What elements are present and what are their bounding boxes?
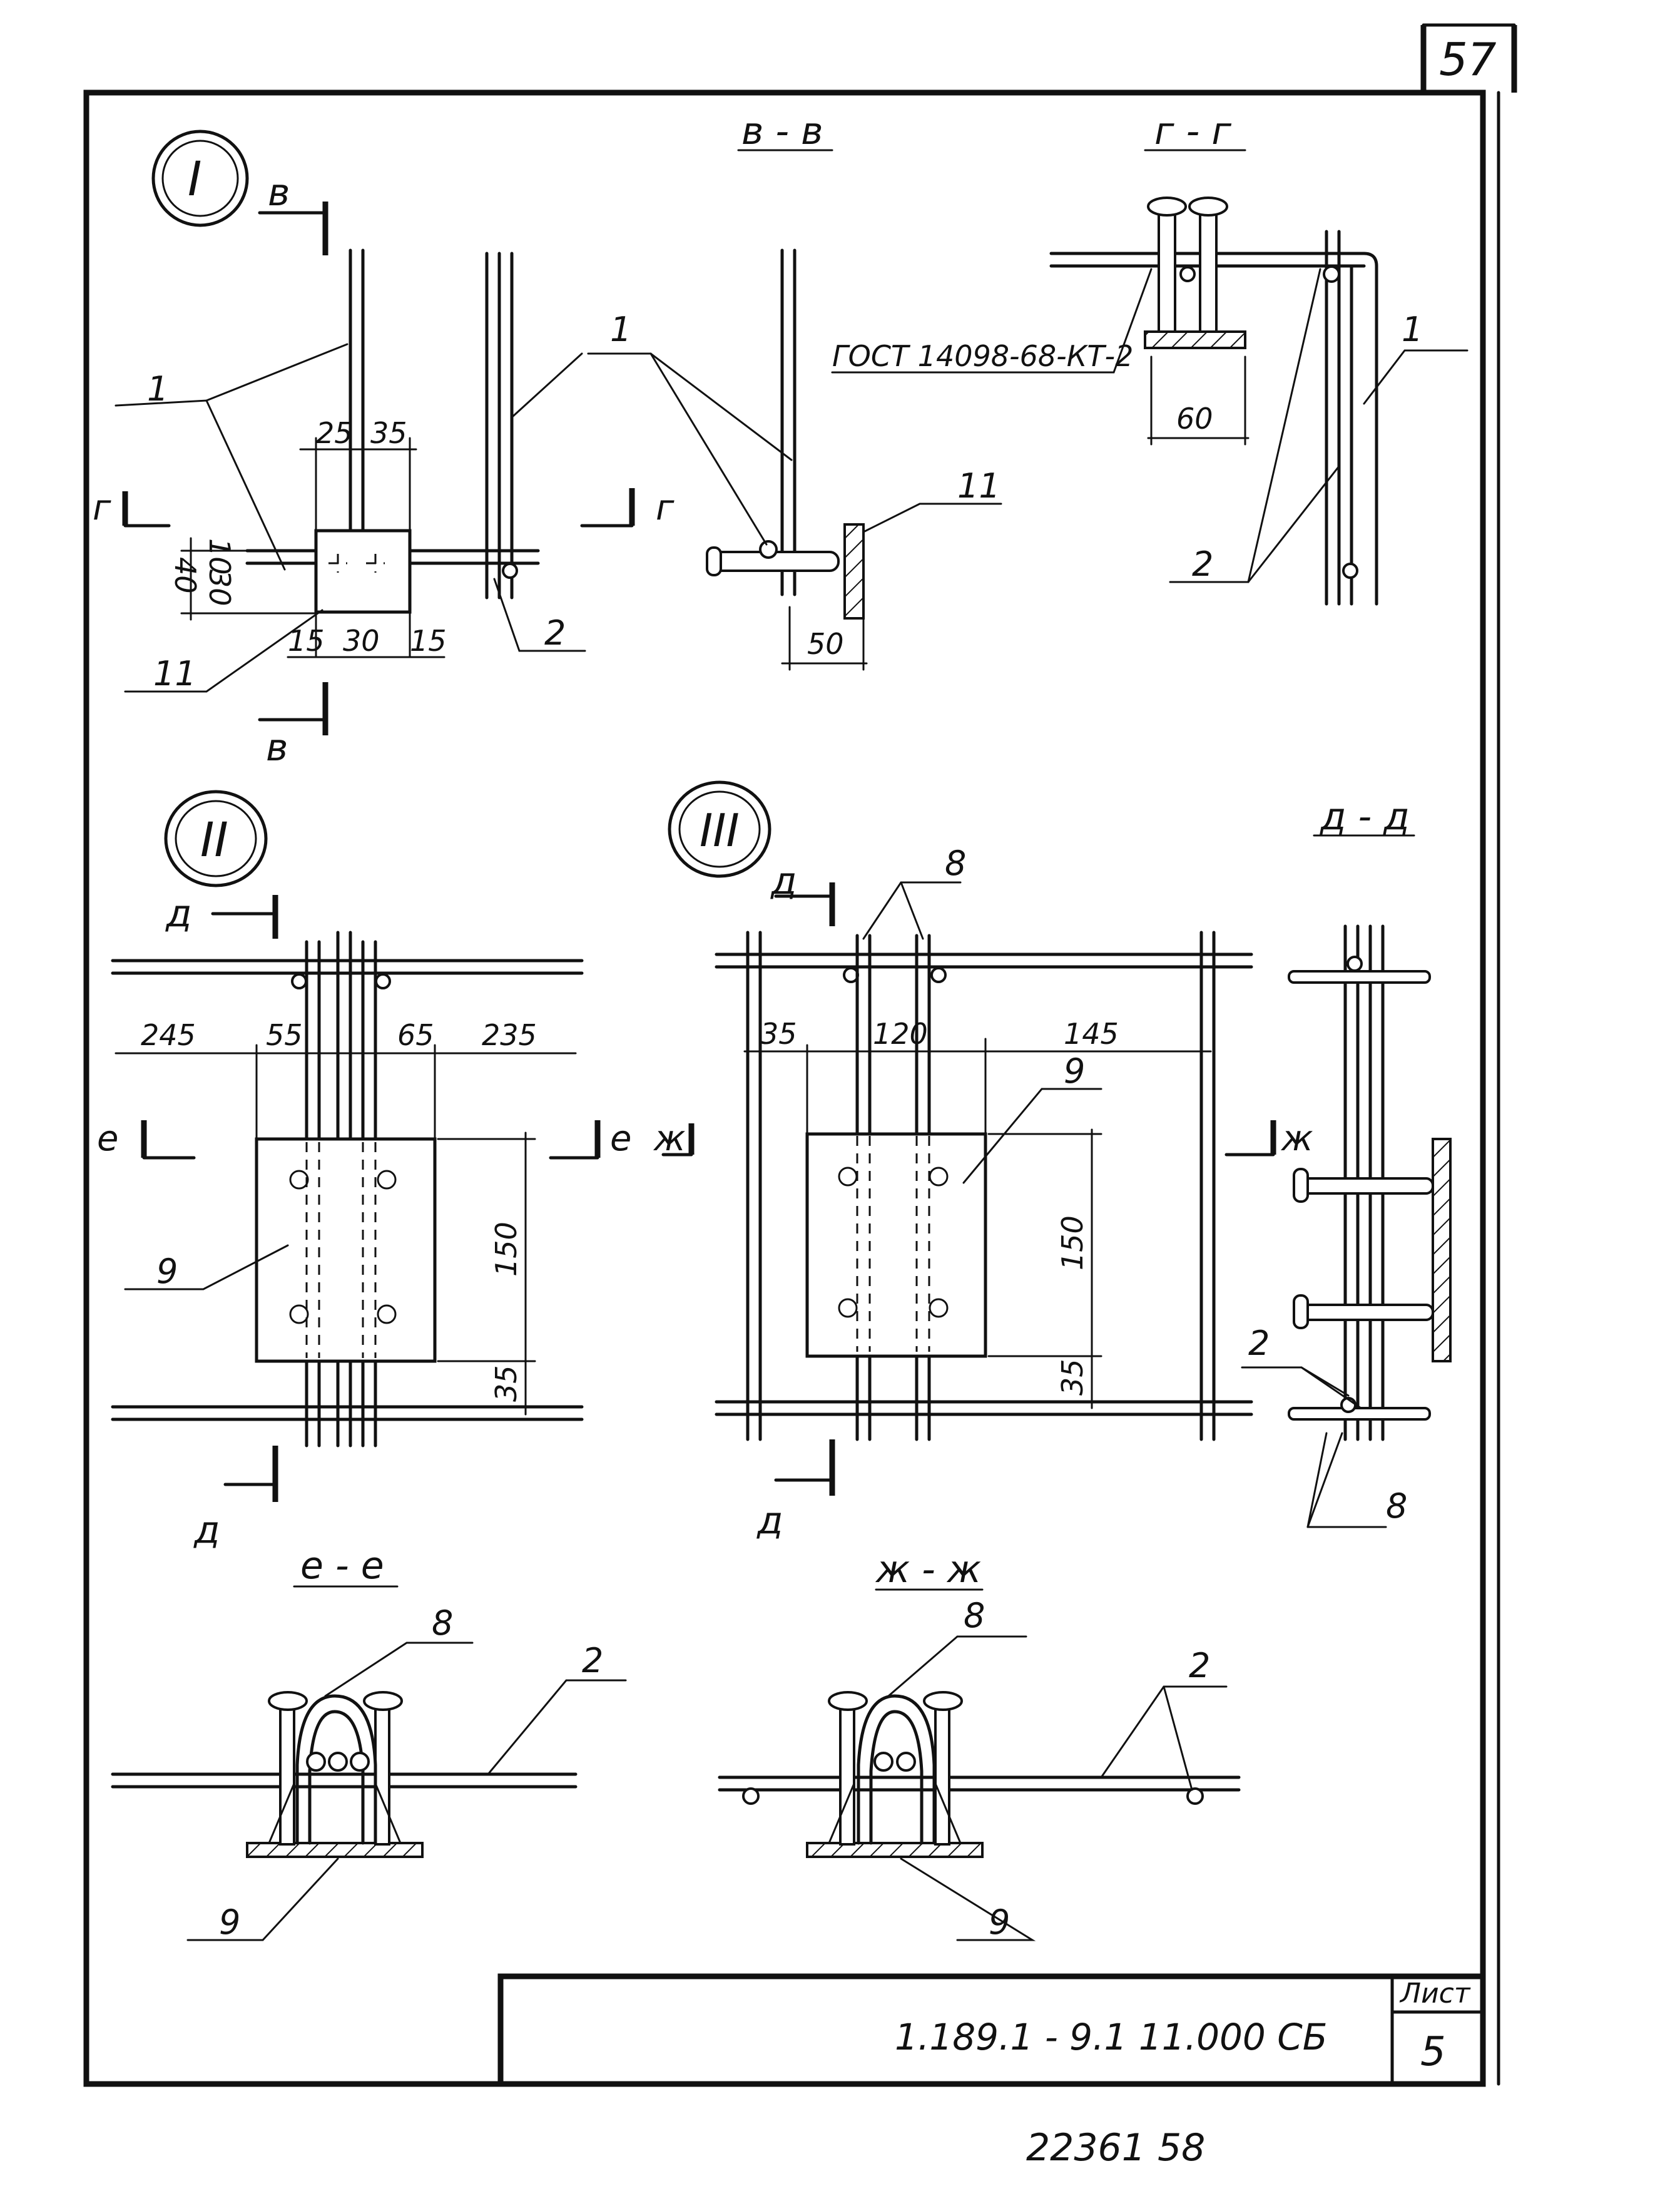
node-II-section-mark-bottom: д (193, 1508, 220, 1552)
section-zhzh-callout: 2 (1189, 1646, 1210, 1685)
section-dd-title: д - д (1320, 795, 1410, 839)
node-I-marker: I (188, 151, 201, 207)
node-II-dim: 55 (266, 1018, 303, 1052)
section-dd-callout: 2 (1248, 1324, 1270, 1363)
title-block-document-code: 1.189.1 - 9.1 11.000 СБ (895, 2016, 1328, 2058)
section-gg-drawing (831, 149, 1469, 606)
section-vv-callout: 1 (610, 310, 631, 349)
node-I-section-mark-bottom: в (266, 726, 288, 770)
section-gg-callout: 1 (1402, 310, 1423, 349)
section-dd-callout: 8 (1386, 1486, 1407, 1526)
title-block (497, 1973, 1486, 2087)
node-I-side-mark-left: г (93, 488, 111, 528)
node-II-callout: 9 (156, 1252, 178, 1291)
section-ee-callout: 8 (432, 1603, 453, 1643)
node-I-dim: 25 (316, 416, 353, 450)
node-I-section-mark-top: в (268, 171, 290, 215)
section-ee-callout: 9 (219, 1903, 240, 1942)
section-dd-drawing (1241, 834, 1452, 1528)
section-zhzh-title: ж - ж (875, 1548, 981, 1591)
node-I-dim: 35 (370, 416, 407, 450)
node-III-section-mark-top: д (770, 859, 797, 903)
node-I-dim: 30 (343, 624, 380, 658)
node-III-dim: 150 (1056, 1215, 1089, 1270)
node-III-callout: 8 (945, 844, 966, 883)
section-vv-title: в - в (741, 110, 823, 153)
node-I-callout: 2 (544, 613, 566, 653)
section-zhzh-callout: 8 (964, 1596, 985, 1635)
section-gg-standard-note: ГОСТ 14098-68-КТ-2 (832, 339, 1133, 373)
node-III-section-mark-bottom: д (756, 1499, 783, 1543)
node-III-marker: III (700, 804, 740, 857)
node-II-dim: 235 (482, 1018, 537, 1052)
node-I-callout: 1 (147, 369, 168, 409)
node-I-dim: 15 (410, 624, 447, 658)
node-I-dim: 10 (203, 538, 237, 575)
node-I-dim: 15 (288, 624, 325, 658)
node-II-section-mark-top: д (165, 892, 191, 936)
section-ee-callout: 2 (582, 1641, 603, 1680)
node-I-side-mark-right: г (656, 488, 675, 528)
node-III-callout: 9 (1064, 1051, 1085, 1091)
section-vv-drawing (587, 149, 1002, 671)
node-III-side-mark-right: ж (1280, 1118, 1313, 1159)
node-I-dim: 30 (203, 569, 237, 606)
bottom-stamp: 22361 58 (1026, 2126, 1205, 2170)
node-II-dim: 35 (489, 1365, 523, 1402)
node-I-drawing (115, 130, 635, 735)
node-II-dim: 65 (397, 1018, 434, 1052)
node-III-dim: 120 (873, 1017, 928, 1051)
node-III-dim: 35 (760, 1017, 797, 1051)
node-III-dim: 145 (1064, 1017, 1119, 1051)
node-II-marker: II (200, 812, 228, 867)
section-vv-callout: 11 (957, 466, 1000, 506)
section-gg-title: г - г (1154, 110, 1231, 153)
node-III-drawing (661, 780, 1276, 1496)
title-block-sheet-index: 5 (1420, 2029, 1446, 2075)
section-ee-drawing (111, 1585, 627, 1941)
node-II-side-mark-right: е (610, 1118, 631, 1159)
node-I-callout: 11 (153, 654, 196, 693)
node-II-dim: 245 (141, 1018, 196, 1052)
section-gg-callout: 2 (1192, 544, 1213, 584)
sheet-number-top: 57 (1439, 33, 1497, 86)
node-II-dim: 150 (489, 1222, 523, 1277)
section-ee-title: е - е (300, 1544, 384, 1588)
section-zhzh-callout: 9 (989, 1903, 1010, 1942)
node-III-side-mark-left: ж (653, 1118, 685, 1159)
node-I-dim: 40 (168, 557, 202, 594)
section-zhzh-drawing (718, 1588, 1241, 1941)
section-gg-dim: 60 (1176, 402, 1213, 436)
node-III-dim: 35 (1056, 1359, 1089, 1396)
title-block-sheet-label: Лист (1399, 1978, 1471, 2010)
section-vv-dim: 50 (807, 627, 844, 661)
node-II-side-mark-left: е (97, 1118, 118, 1159)
node-II-drawing (111, 790, 601, 1502)
